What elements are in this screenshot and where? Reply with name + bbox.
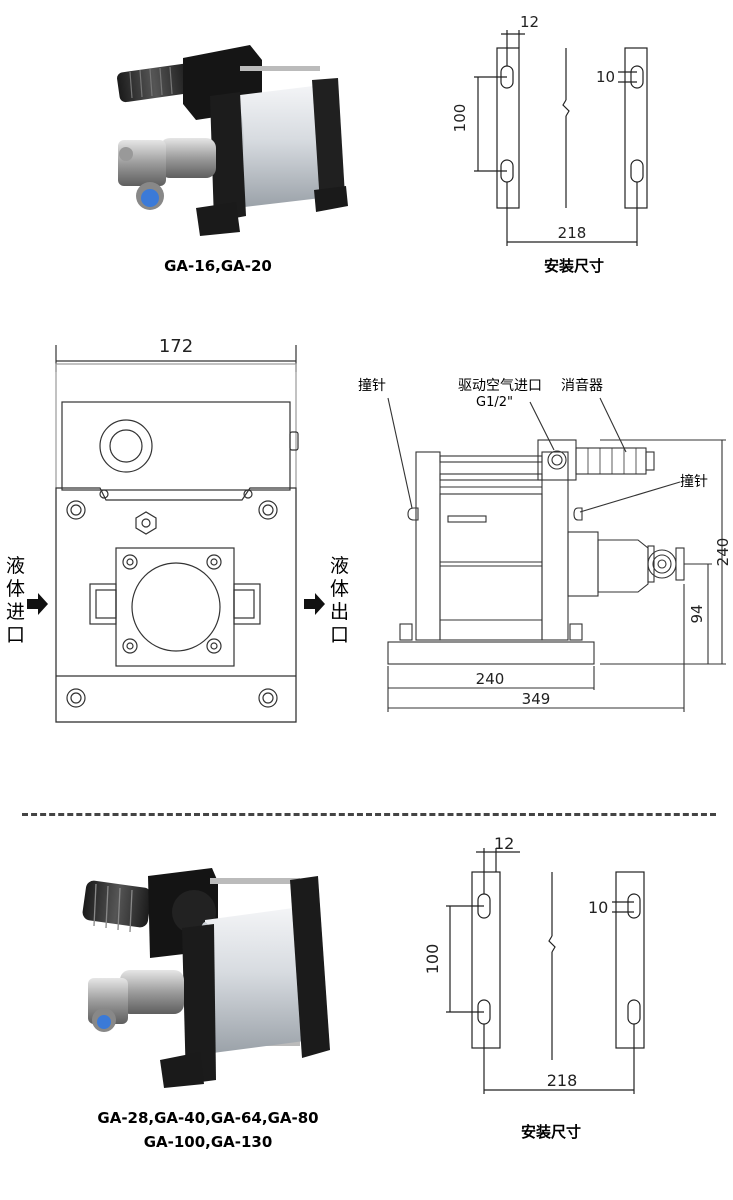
side-view-labels: 撞针 驱动空气进口 G1/2" 消音器 撞针 240 94 240 349 bbox=[358, 377, 732, 708]
dim-slot-width: 12 bbox=[520, 13, 539, 31]
outlet-char-1: 液 bbox=[330, 555, 349, 577]
dashed-separator bbox=[22, 813, 716, 816]
callout-air-thread: G1/2" bbox=[476, 395, 513, 410]
inlet-char-3: 进 bbox=[6, 601, 25, 623]
model-caption-small: GA-16,GA-20 bbox=[164, 257, 272, 275]
dim-slot-width-2: 12 bbox=[494, 834, 514, 853]
dim-base-span: 218 bbox=[558, 224, 587, 242]
dim-total-height: 240 bbox=[714, 538, 732, 567]
dim-slot-spacing: 100 bbox=[451, 104, 469, 133]
model-caption-large-line1: GA-28,GA-40,GA-64,GA-80 bbox=[97, 1109, 318, 1127]
outlet-arrow-icon bbox=[304, 593, 325, 615]
callout-air-inlet: 驱动空气进口 bbox=[458, 378, 542, 394]
model-caption-large-line2: GA-100,GA-130 bbox=[144, 1133, 273, 1151]
callout-muffler: 消音器 bbox=[561, 377, 603, 394]
mount-caption-top: 安装尺寸 bbox=[544, 257, 604, 275]
pump-photo-large bbox=[82, 868, 330, 1088]
front-view-drawing bbox=[55, 345, 299, 723]
inlet-label: 液 体 进 口 bbox=[6, 555, 25, 646]
inlet-char-4: 口 bbox=[6, 624, 25, 646]
dim-slot-spacing-2: 100 bbox=[423, 944, 442, 975]
pump-photo-small bbox=[117, 45, 348, 236]
dim-outlet-height: 94 bbox=[688, 604, 706, 623]
mounting-dimensions-bottom bbox=[446, 848, 645, 1094]
mounting-dim-labels-bottom: 12 100 10 218 bbox=[423, 834, 608, 1090]
front-width-label: 172 bbox=[159, 336, 193, 357]
inlet-char-1: 液 bbox=[6, 555, 25, 577]
dim-slot-size-2: 10 bbox=[588, 898, 608, 917]
inlet-char-2: 体 bbox=[6, 578, 25, 600]
mounting-dim-labels-top: 12 100 10 218 bbox=[451, 13, 615, 242]
dim-total-length: 349 bbox=[522, 690, 551, 708]
dim-slot-size: 10 bbox=[596, 68, 615, 86]
callout-pin-left: 撞针 bbox=[358, 378, 386, 394]
outlet-char-4: 口 bbox=[330, 624, 349, 646]
inlet-arrow-icon bbox=[27, 593, 48, 615]
outlet-char-2: 体 bbox=[330, 578, 349, 600]
callout-pin-right: 撞针 bbox=[680, 474, 708, 490]
outlet-label: 液 体 出 口 bbox=[330, 555, 349, 646]
dim-base-length: 240 bbox=[476, 670, 505, 688]
outlet-char-3: 出 bbox=[330, 601, 349, 623]
dim-base-span-2: 218 bbox=[547, 1071, 578, 1090]
mounting-dimensions-top bbox=[474, 30, 648, 246]
mount-caption-bottom: 安装尺寸 bbox=[521, 1123, 581, 1141]
side-view-drawing bbox=[387, 397, 726, 712]
